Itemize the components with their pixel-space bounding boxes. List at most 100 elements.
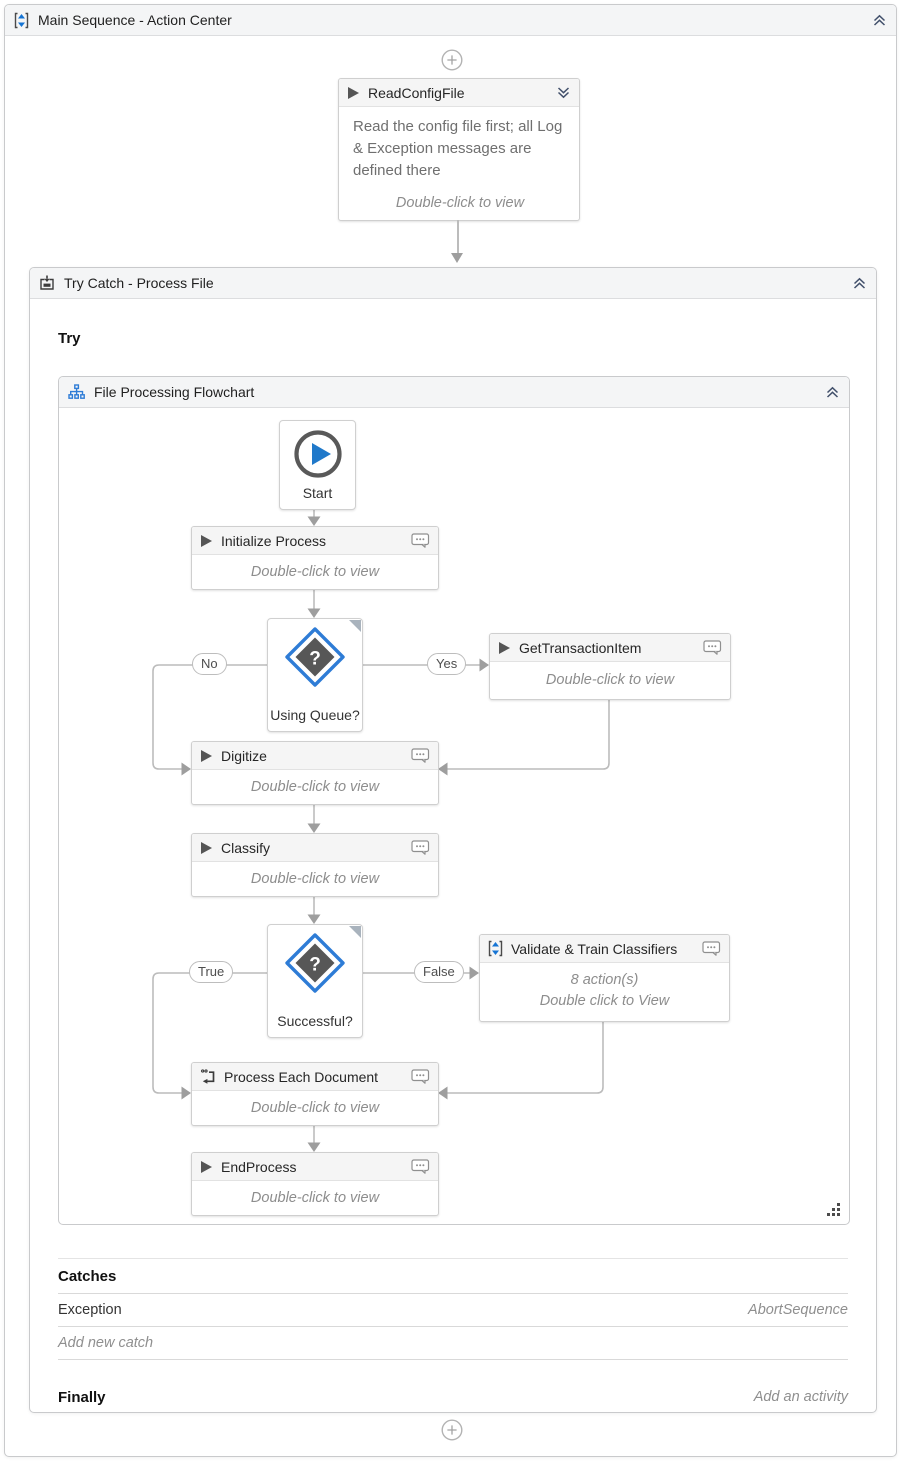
catch-exception-type: Exception — [58, 1302, 122, 1318]
annotation-icon[interactable] — [411, 840, 430, 855]
play-icon — [201, 841, 212, 854]
flow-node-gettransactionitem[interactable]: GetTransactionItem Double-click to view — [489, 633, 731, 700]
finally-row[interactable]: Finally Add an activity — [58, 1380, 848, 1414]
activity-header[interactable]: EndProcess — [192, 1153, 438, 1181]
activity-header[interactable]: GetTransactionItem — [490, 634, 730, 662]
activity-header[interactable]: Classify — [192, 834, 438, 862]
flow-node-digitize[interactable]: Digitize Double-click to view — [191, 741, 439, 805]
activity-title: Process Each Document — [224, 1068, 379, 1085]
activity-body: Read the config file first; all Log & Ex… — [339, 107, 579, 220]
play-icon — [201, 1160, 212, 1173]
for-each-icon — [200, 1069, 215, 1084]
catch-row-exception[interactable]: Exception AbortSequence — [58, 1294, 848, 1327]
activity-header[interactable]: Digitize — [192, 742, 438, 770]
open-hint: Double-click to view — [395, 195, 525, 211]
branch-label-false: False — [414, 961, 464, 983]
flow-node-using-queue[interactable]: ? Using Queue? — [267, 618, 363, 732]
add-icon — [441, 1419, 463, 1441]
start-icon — [293, 430, 342, 478]
collapse-icon[interactable] — [852, 276, 867, 291]
flow-node-classify[interactable]: Classify Double-click to view — [191, 833, 439, 897]
add-new-catch-label[interactable]: Add new catch — [58, 1335, 154, 1351]
add-new-catch-row[interactable]: Add new catch — [58, 1327, 848, 1360]
start-label: Start — [302, 485, 333, 501]
branch-label-yes: Yes — [427, 653, 467, 675]
flow-node-initialize-process[interactable]: Initialize Process Double-click to view — [191, 526, 439, 590]
svg-text:?: ? — [309, 955, 321, 976]
decision-label: Successful? — [277, 1013, 353, 1029]
expand-icon[interactable] — [556, 85, 571, 100]
try-catch-icon — [40, 275, 54, 290]
flow-node-endprocess[interactable]: EndProcess Double-click to view — [191, 1152, 439, 1216]
svg-text:?: ? — [309, 649, 321, 670]
decision-icon: ? — [285, 933, 345, 993]
resize-grip-icon[interactable] — [827, 1203, 840, 1216]
annotation-icon[interactable] — [411, 1159, 430, 1174]
finally-label: Finally — [58, 1388, 106, 1406]
flow-node-validate-train-classifiers[interactable]: Validate & Train Classifiers 8 action(s)… — [479, 934, 730, 1022]
catches-section: Catches Exception AbortSequence Add new … — [58, 1258, 848, 1414]
add-icon — [441, 49, 463, 71]
branch-label-no: No — [192, 653, 227, 675]
open-hint: Double-click to view — [250, 1189, 380, 1206]
flowchart-container: File Processing Flowchart — [58, 376, 850, 1225]
collapse-icon[interactable] — [825, 385, 840, 400]
corner-fold-icon — [349, 926, 361, 938]
main-sequence-container: Main Sequence - Action Center ReadConfig… — [4, 4, 897, 1457]
decision-icon: ? — [285, 627, 345, 687]
activity-header[interactable]: Validate & Train Classifiers — [480, 935, 729, 963]
activity-readconfigfile[interactable]: ReadConfigFile Read the config file firs… — [338, 78, 580, 221]
connector-arrow — [451, 253, 463, 263]
play-icon — [201, 749, 212, 762]
main-sequence-header[interactable]: Main Sequence - Action Center — [5, 5, 896, 36]
add-activity-top-button[interactable] — [441, 49, 463, 71]
action-count: 8 action(s) — [570, 972, 639, 988]
flow-node-successful[interactable]: ? Successful? — [267, 924, 363, 1038]
connector-true-processeach — [152, 972, 267, 1094]
try-catch-title: Try Catch - Process File — [64, 275, 214, 291]
open-hint: Double-click to view — [545, 672, 675, 688]
play-icon — [201, 534, 212, 547]
activity-title: Classify — [221, 839, 271, 856]
collapse-icon[interactable] — [872, 13, 887, 28]
sequence-icon — [488, 940, 503, 957]
flowchart-connectors — [152, 508, 610, 1152]
connector-validate-processeach — [447, 1020, 604, 1094]
flowchart-canvas[interactable]: Start Initialize Process — [59, 408, 849, 1223]
decision-label: Using Queue? — [270, 707, 360, 723]
activity-header[interactable]: Initialize Process — [192, 527, 438, 555]
try-section-label: Try — [58, 330, 81, 347]
activity-body: 8 action(s) Double click to View — [480, 963, 729, 1012]
activity-title: EndProcess — [221, 1158, 297, 1175]
add-activity-bottom-button[interactable] — [441, 1419, 463, 1441]
annotation-icon[interactable] — [411, 1069, 430, 1084]
catches-label: Catches — [58, 1267, 117, 1285]
activity-title: Validate & Train Classifiers — [511, 940, 678, 957]
activity-title: Initialize Process — [221, 532, 327, 549]
branch-label-true: True — [189, 961, 234, 983]
activity-readconfigfile-header[interactable]: ReadConfigFile — [339, 79, 579, 107]
flowchart-title: File Processing Flowchart — [94, 384, 255, 400]
finally-add-activity[interactable]: Add an activity — [753, 1389, 848, 1405]
catches-header-row: Catches — [58, 1258, 848, 1294]
connector-line — [457, 220, 459, 254]
annotation-icon[interactable] — [703, 640, 722, 655]
activity-title: Digitize — [221, 747, 267, 764]
annotation-icon[interactable] — [411, 533, 430, 548]
try-catch-header[interactable]: Try Catch - Process File — [30, 268, 876, 299]
open-hint: Double-click to view — [250, 870, 380, 887]
flow-node-start[interactable]: Start — [279, 420, 356, 510]
activity-title: GetTransactionItem — [519, 639, 642, 656]
play-icon — [348, 86, 359, 99]
open-hint: Double-click to view — [250, 778, 380, 795]
connector-gettransaction-digitize — [447, 698, 610, 770]
open-hint: Double-click to view — [250, 1099, 380, 1116]
flowchart-header[interactable]: File Processing Flowchart — [59, 377, 849, 408]
annotation-icon[interactable] — [411, 748, 430, 763]
flow-node-process-each-document[interactable]: Process Each Document Double-click to vi… — [191, 1062, 439, 1126]
main-sequence-title: Main Sequence - Action Center — [38, 12, 232, 28]
annotation-icon[interactable] — [702, 941, 721, 956]
activity-header[interactable]: Process Each Document — [192, 1063, 438, 1091]
catch-handler[interactable]: AbortSequence — [748, 1302, 848, 1318]
